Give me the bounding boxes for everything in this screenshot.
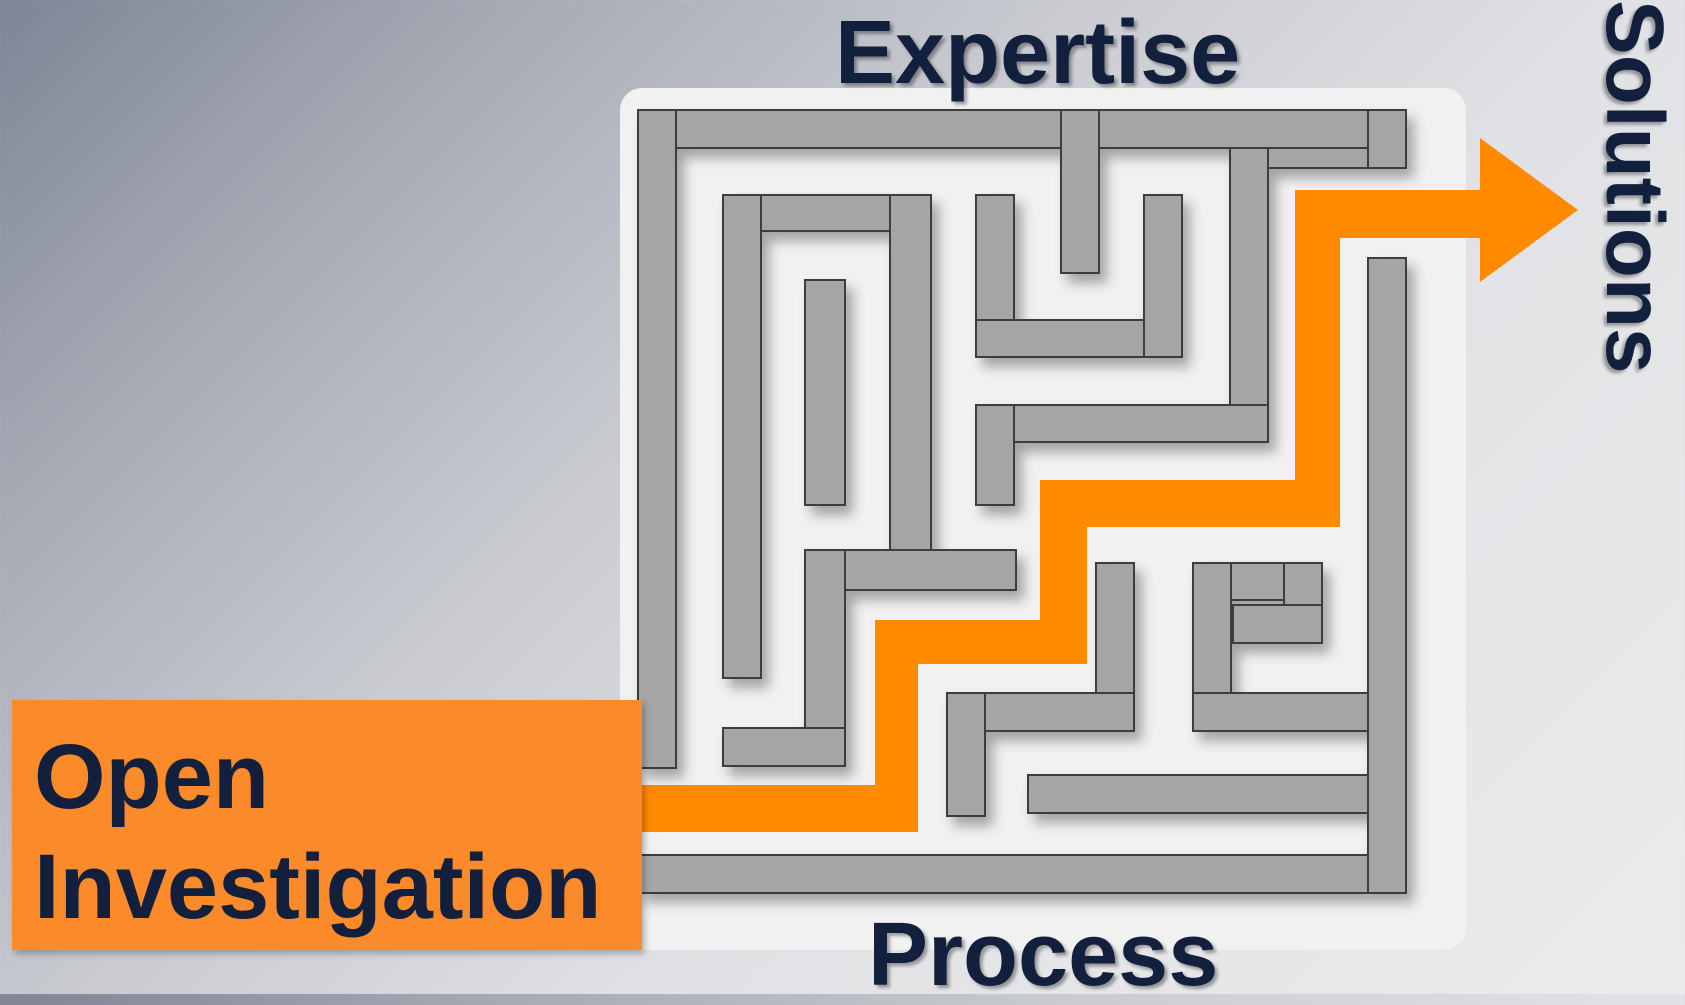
start-box-text: Open Investigation — [34, 722, 601, 942]
maze-wall — [975, 404, 1015, 506]
start-box-line1: Open — [34, 726, 270, 828]
maze-wall — [1143, 194, 1183, 358]
maze-wall — [804, 279, 846, 506]
label-process: Process — [868, 905, 1219, 1005]
solution-path — [640, 138, 1578, 832]
maze-wall-top-right-hook — [1367, 109, 1407, 169]
maze-wall — [722, 727, 846, 767]
maze-wall — [804, 549, 846, 731]
label-expertise: Expertise — [835, 3, 1241, 103]
maze-wall — [889, 194, 932, 556]
maze-wall-right — [1367, 257, 1407, 894]
maze-wall — [1027, 774, 1369, 814]
maze-wall — [722, 194, 762, 679]
maze-wall — [946, 692, 986, 817]
label-solutions: Solutions — [1589, 0, 1680, 374]
maze-wall — [1267, 147, 1369, 169]
maze-wall — [1192, 692, 1369, 732]
maze-wall-bottom — [637, 854, 1407, 894]
maze-wall — [1232, 604, 1323, 644]
maze-wall-left — [637, 109, 677, 769]
maze-wall-top — [637, 109, 1407, 149]
maze-walls — [637, 109, 1407, 894]
maze-wall — [1229, 147, 1269, 443]
maze-wall — [975, 404, 1269, 443]
start-box-line2: Investigation — [34, 836, 602, 938]
maze-wall — [1060, 109, 1100, 274]
start-box: Open Investigation — [12, 700, 642, 950]
